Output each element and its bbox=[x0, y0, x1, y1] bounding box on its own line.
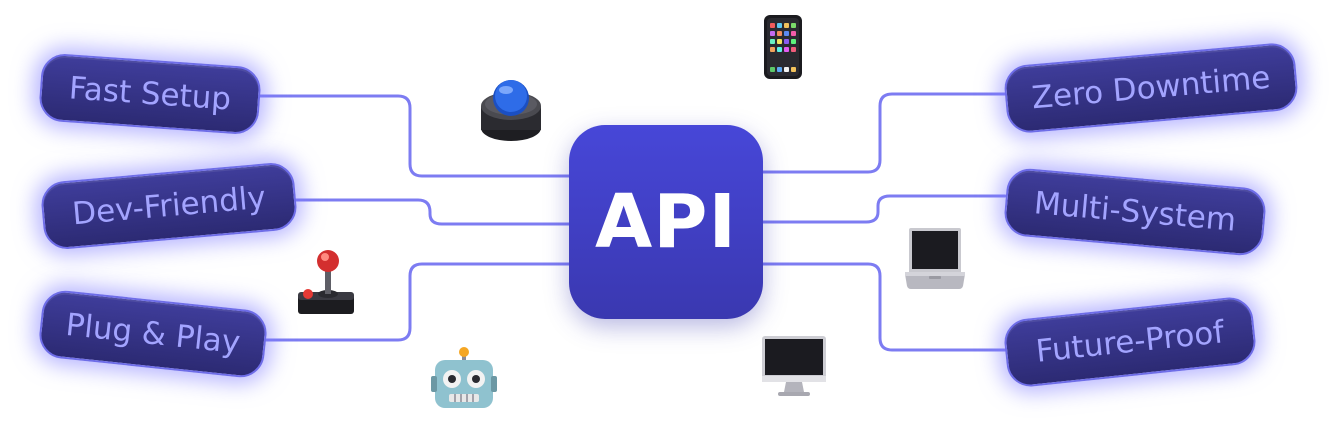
laptop-icon bbox=[905, 228, 965, 289]
feature-label: Dev-Friendly bbox=[70, 179, 268, 233]
connector-multi-system bbox=[761, 194, 1007, 224]
joystick-icon bbox=[298, 250, 354, 314]
feature-label: Zero Downtime bbox=[1030, 59, 1272, 117]
api-box: API bbox=[569, 125, 763, 319]
robot-icon bbox=[431, 347, 497, 408]
desktop-monitor-icon bbox=[762, 336, 826, 396]
connector-future-proof bbox=[761, 262, 1007, 352]
smartphone-icon bbox=[764, 15, 802, 79]
feature-label: Plug & Play bbox=[64, 306, 242, 362]
feature-label: Future-Proof bbox=[1034, 314, 1226, 370]
feature-label: Fast Setup bbox=[67, 70, 233, 118]
connector-plug-play bbox=[260, 262, 571, 342]
trackball-icon bbox=[481, 80, 541, 141]
connector-fast-setup bbox=[254, 94, 571, 178]
api-label: API bbox=[594, 179, 738, 265]
feature-label: Multi-System bbox=[1032, 185, 1238, 239]
connector-dev-friendly bbox=[290, 198, 571, 226]
connector-zero-downtime bbox=[761, 92, 1007, 174]
